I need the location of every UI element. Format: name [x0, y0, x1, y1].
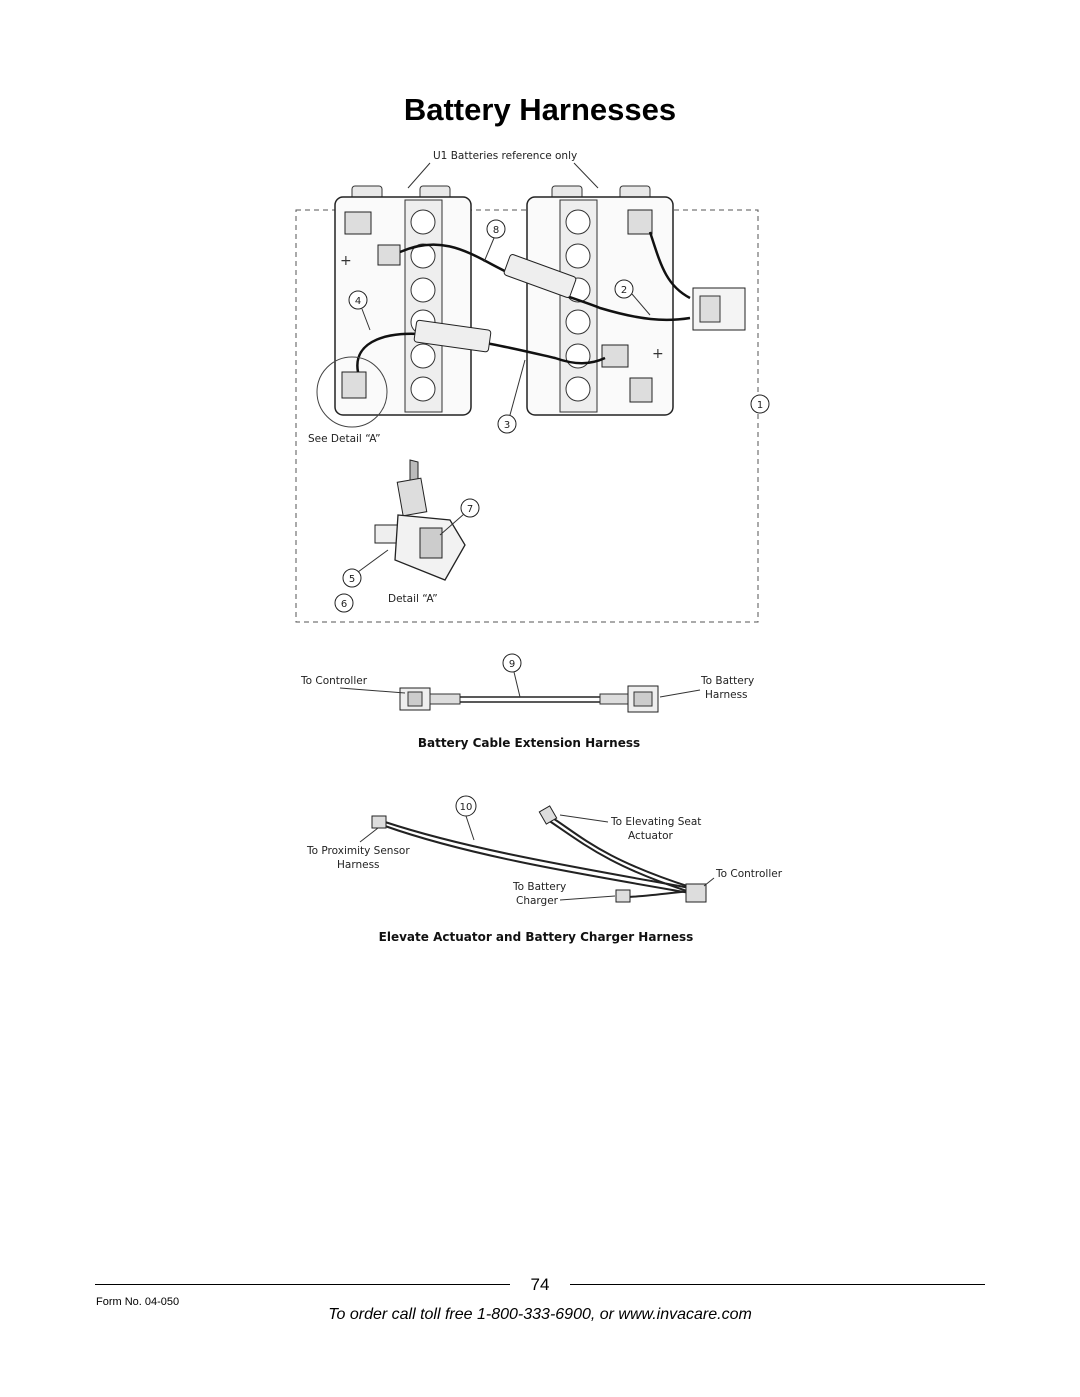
callout-10-label: 10: [460, 802, 473, 813]
callout-9: 9: [502, 653, 522, 698]
callout-7-label: 7: [467, 504, 473, 515]
charger-connector: [615, 889, 631, 903]
battery-harness-diagram: U1 Batteries reference only + +: [295, 150, 783, 944]
callout-4: 4: [348, 290, 371, 331]
reference-leader-left: [407, 162, 431, 189]
elevating-connector: [538, 805, 558, 825]
callout-5: 5: [342, 549, 389, 588]
callout-6-label: 6: [341, 599, 347, 610]
detail-circle: [316, 356, 388, 428]
to-battery-harness-label-1: To Battery: [700, 675, 754, 687]
form-number: Form No. 04-050: [96, 1296, 180, 1308]
to-battery-leader: [659, 689, 701, 698]
to-battery-harness-label-2: Harness: [705, 689, 748, 701]
callout-2-label: 2: [621, 285, 627, 296]
callout-2: 2: [614, 279, 651, 316]
page-number: 74: [530, 1275, 550, 1294]
to-elevating-leader: [559, 814, 609, 823]
elevate-harness-drawing: [384, 814, 691, 898]
extension-harness-drawing: [399, 685, 659, 713]
footer-rule-right: [570, 1284, 985, 1285]
callout-3-label: 3: [504, 420, 510, 431]
to-controller-elevate-leader: [703, 877, 715, 887]
to-proximity-label-2: Harness: [337, 859, 380, 871]
to-elevating-label-2: Actuator: [628, 830, 674, 842]
battery-right: +: [526, 185, 674, 416]
callout-8: 8: [483, 219, 506, 263]
order-line: To order call toll free 1-800-333-6900, …: [328, 1306, 752, 1323]
to-charger-label-1: To Battery: [512, 881, 566, 893]
callout-4-label: 4: [355, 296, 361, 307]
to-controller-label: To Controller: [300, 675, 368, 687]
page-title: Battery Harnesses: [403, 92, 677, 127]
fuse-holder-upper: [503, 254, 577, 298]
fuse-holder-lower: [413, 319, 492, 353]
callout-8-label: 8: [493, 225, 499, 236]
callout-5-label: 5: [349, 574, 355, 585]
assembly-boundary: [295, 209, 759, 623]
see-detail-label: See Detail “A”: [308, 433, 381, 445]
proximity-connector: [371, 815, 387, 829]
to-charger-label-2: Charger: [516, 895, 559, 907]
elevate-harness-caption: Elevate Actuator and Battery Charger Har…: [379, 930, 694, 944]
detail-a-label: Detail “A”: [388, 593, 438, 605]
to-controller-elevate-label: To Controller: [715, 868, 783, 880]
output-connector-face: [699, 295, 721, 323]
to-proximity-leader: [359, 827, 379, 843]
svg-text:+: +: [652, 346, 664, 362]
callout-7: 7: [439, 498, 480, 536]
reference-note-label: U1 Batteries reference only: [433, 150, 577, 162]
svg-text:+: +: [340, 253, 352, 269]
callout-6: 6: [334, 593, 354, 613]
callout-1: 1: [750, 394, 770, 414]
to-proximity-label-1: To Proximity Sensor: [306, 845, 410, 857]
to-elevating-label-1: To Elevating Seat: [610, 816, 701, 828]
callout-3: 3: [497, 359, 526, 434]
callout-10: 10: [455, 795, 477, 841]
footer-rule-left: [95, 1284, 510, 1285]
to-charger-leader: [559, 895, 616, 901]
callout-1-label: 1: [757, 400, 763, 411]
battery-left: +: [334, 185, 472, 416]
callout-9-label: 9: [509, 659, 515, 670]
to-controller-leader: [339, 687, 406, 694]
controller-connector: [685, 883, 707, 903]
extension-harness-caption: Battery Cable Extension Harness: [418, 736, 640, 750]
detail-a-drawing: [374, 459, 466, 581]
reference-leader-right: [573, 162, 599, 189]
